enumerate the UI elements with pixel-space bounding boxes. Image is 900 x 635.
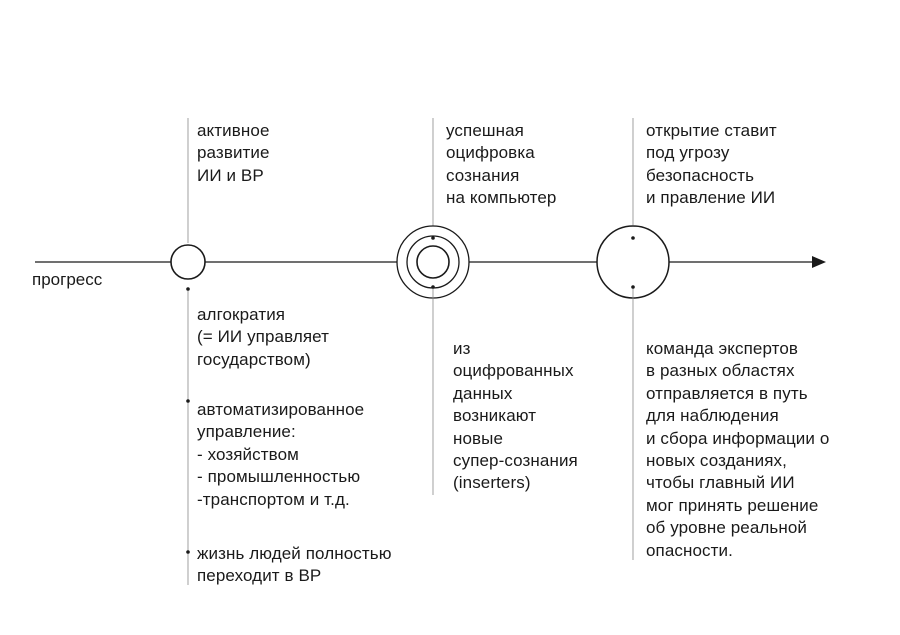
axis-arrowhead: [812, 256, 826, 268]
milestone-2-bottom-text: из оцифрованных данных возникают новые с…: [453, 339, 578, 493]
stem-dot: [186, 550, 190, 554]
stem-dot: [186, 287, 190, 291]
milestone-1-text-vr-life: жизнь людей полностью переходит в ВР: [197, 544, 392, 586]
milestone-3-bottom-text: команда экспертов в разных областях отпр…: [646, 339, 830, 560]
milestone-2-node: [416, 245, 450, 279]
milestone-3-top-text: открытие ставит под угрозу безопасность …: [646, 121, 777, 208]
stem-dot: [631, 236, 635, 240]
stem-dot: [186, 399, 190, 403]
milestone-1-text-automation: автоматизированное управление: - хозяйст…: [197, 400, 365, 509]
stem-dot: [631, 285, 635, 289]
milestone-1-text-algocracy: алгократия (= ИИ управляет государством): [197, 305, 330, 369]
milestone-1-top-text: активное развитие ИИ и ВР: [197, 121, 270, 185]
milestone-1-node: [170, 244, 206, 280]
axis-label: прогресс: [32, 270, 103, 289]
milestone-2-top-text: успешная оцифровка сознания на компьютер: [446, 121, 557, 208]
stem-dot: [431, 285, 435, 289]
stem-dot: [431, 236, 435, 240]
